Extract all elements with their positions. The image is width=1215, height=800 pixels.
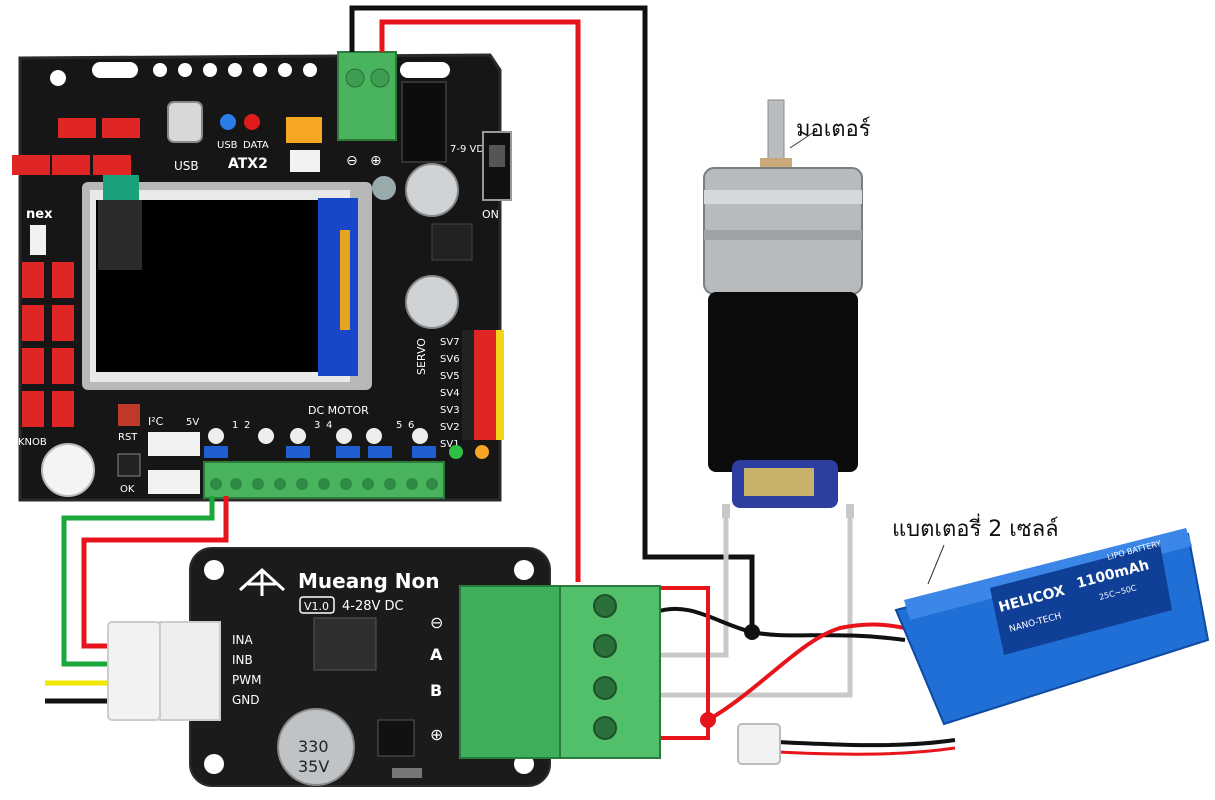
balance-plug xyxy=(737,723,781,765)
wire-balance xyxy=(777,738,956,748)
driver-capacitor: 330 35V xyxy=(277,708,355,786)
svg-text:4: 4 xyxy=(326,420,332,431)
usb-led xyxy=(220,114,236,130)
junction-black xyxy=(744,624,760,640)
pin-ina: INA xyxy=(232,633,254,647)
motor-callout-line xyxy=(789,131,815,149)
ok-button xyxy=(117,453,141,477)
wire-red-inb xyxy=(81,496,229,649)
usb-port xyxy=(167,101,203,143)
sv-labels: SV7 SV6 SV5 SV4 SV3 SV2 SV1 xyxy=(440,337,460,450)
ok-label: OK xyxy=(120,484,135,495)
lcd-display xyxy=(82,175,372,390)
svg-text:2: 2 xyxy=(244,420,250,431)
junction-red xyxy=(700,712,716,728)
wire-green-ina xyxy=(61,496,215,667)
blue-jumpers xyxy=(204,446,436,458)
motor-terminals xyxy=(203,461,445,499)
board-plus: ⊕ xyxy=(370,153,382,169)
wire-gray-motor-a xyxy=(656,514,729,658)
term-minus: ⊖ xyxy=(430,613,443,632)
svg-text:1: 1 xyxy=(232,420,238,431)
data-led xyxy=(244,114,260,130)
svg-text:5: 5 xyxy=(396,420,402,431)
usb-led-label: USB xyxy=(217,140,238,151)
servo-label: SERVO xyxy=(415,338,428,375)
data-led-label: DATA xyxy=(243,140,269,151)
uart-connector xyxy=(286,117,322,143)
svg-text:SV7: SV7 xyxy=(440,337,460,348)
pin-gnd: GND xyxy=(232,693,260,707)
pin-pwm: PWM xyxy=(232,673,261,687)
battery-label: แบตเตอรี่ 2 เซลล์ xyxy=(892,513,1059,542)
knob-label: KNOB xyxy=(18,437,47,448)
svg-text:SV1: SV1 xyxy=(440,439,460,450)
driver-input-connector xyxy=(107,621,221,721)
brand-label: nex xyxy=(26,207,53,222)
motor-channel-labels: 1 2 3 4 5 6 xyxy=(232,420,414,431)
wire-red-driver-plus xyxy=(656,586,710,740)
term-a: A xyxy=(430,645,443,664)
wire-gray-motor-b xyxy=(656,514,853,698)
driver-brand: Mueang Non xyxy=(298,569,439,593)
driver-terminal-block xyxy=(459,585,661,759)
wire-red-battery xyxy=(706,622,906,722)
servo-header xyxy=(462,330,504,440)
knob xyxy=(41,443,95,497)
board-power-terminal: ⊖ ⊕ xyxy=(337,51,397,169)
top-headers xyxy=(12,118,140,175)
capacitors xyxy=(372,163,473,329)
term-b: B xyxy=(430,681,442,700)
wire-red-supply xyxy=(379,19,581,582)
svg-text:SV5: SV5 xyxy=(440,371,460,382)
wires xyxy=(45,5,956,756)
svg-text:SV3: SV3 xyxy=(440,405,460,416)
rst-label: RST xyxy=(118,432,138,443)
controller-board: USB USB DATA ATX2 ⊖ ⊕ 7-9 VDC ON xyxy=(12,51,512,502)
driver-version: V1.0 xyxy=(304,600,329,613)
svg-text:SV2: SV2 xyxy=(440,422,460,433)
svg-text:35V: 35V xyxy=(298,757,329,776)
gear-motor xyxy=(703,99,863,518)
svg-text:SV4: SV4 xyxy=(440,388,460,399)
wire-black-supply xyxy=(349,5,755,632)
motor-label: มอเตอร์ xyxy=(796,117,871,142)
dc-motor-label: DC MOTOR xyxy=(308,404,369,417)
board-minus: ⊖ xyxy=(346,153,358,169)
svg-text:SV6: SV6 xyxy=(440,354,460,365)
driver-logo xyxy=(238,567,286,596)
i2c-label: I²C xyxy=(148,415,164,428)
rst-button xyxy=(118,404,140,426)
board-holes xyxy=(50,62,450,86)
svg-text:3: 3 xyxy=(314,420,320,431)
term-plus: ⊕ xyxy=(430,725,443,744)
analog-headers xyxy=(22,225,74,427)
five-v-label: 5V xyxy=(186,417,199,428)
usb-label: USB xyxy=(174,159,199,173)
driver-ic xyxy=(313,617,377,671)
on-label: ON xyxy=(482,208,499,221)
pin-inb: INB xyxy=(232,653,253,667)
lipo-battery: HELICOX 1100mAh LIPO BATTERY NANO-TECH 2… xyxy=(894,528,1210,726)
battery-callout-line xyxy=(927,544,945,585)
model-label: ATX2 xyxy=(228,156,268,172)
svg-text:6: 6 xyxy=(408,420,414,431)
svg-text:330: 330 xyxy=(298,737,329,756)
vdc-label: 7-9 VDC xyxy=(450,144,491,155)
motor-leds xyxy=(208,428,428,444)
driver-voltage: 4-28V DC xyxy=(342,599,404,614)
dc-jack xyxy=(401,81,447,163)
